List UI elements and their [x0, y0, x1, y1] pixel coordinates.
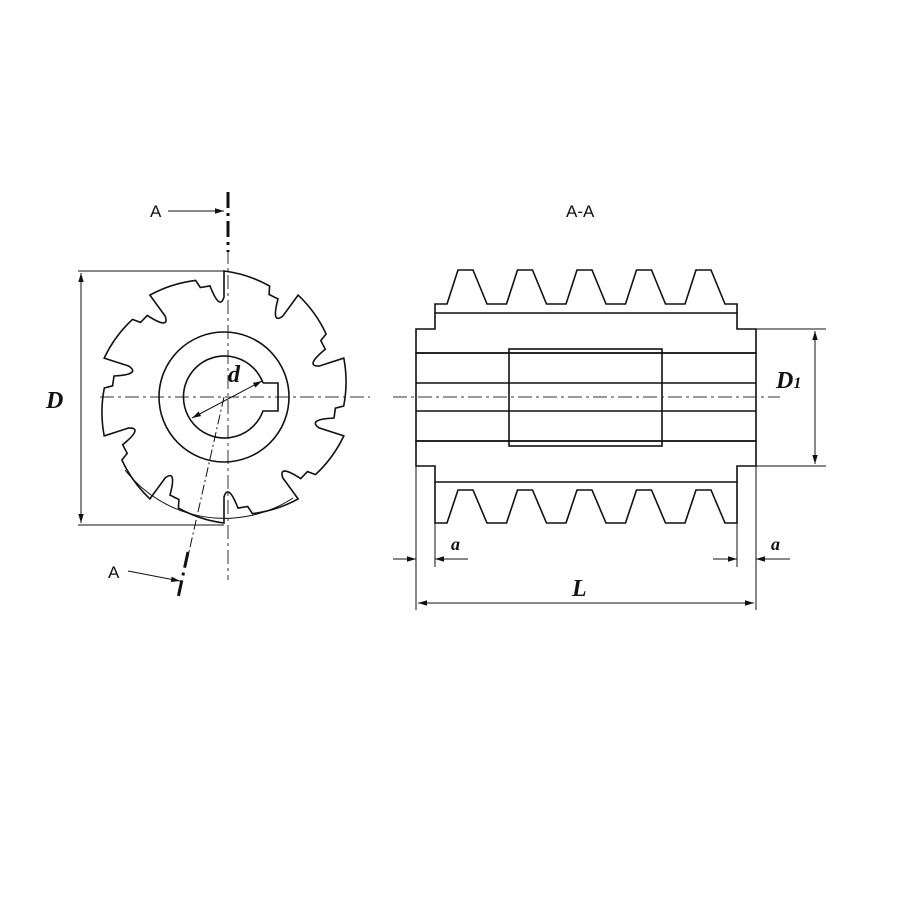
bore-with-keyway: [182, 355, 279, 439]
bore-diameter-dimension-line: [191, 380, 263, 419]
hub-circle: [158, 331, 290, 463]
thread-profile-bottom: [434, 482, 738, 524]
front-view: D d A A: [45, 192, 370, 599]
section-arrow-bottom: [127, 570, 181, 582]
outer-diameter-arc: [124, 469, 294, 519]
section-mark-top: A: [150, 202, 162, 221]
section-mark-bottom: A: [108, 563, 120, 582]
section-view: A-A D1 a a L: [393, 202, 826, 610]
hub-diameter-letter: D: [775, 368, 793, 394]
hub-right-label: a: [771, 534, 780, 554]
outer-diameter-label: D: [45, 388, 63, 414]
length-label: L: [571, 576, 587, 602]
hub-diameter-label: D1: [775, 368, 801, 394]
thread-profile-top: [434, 269, 738, 313]
gear-teeth-outline: [101, 270, 347, 524]
hub-diameter-subscript: 1: [793, 375, 801, 392]
body-section-bottom: [415, 440, 757, 483]
section-cut-line-bottom: [176, 551, 190, 599]
section-title: A-A: [566, 202, 595, 221]
body-section-top: [415, 312, 757, 354]
bore-diameter-label: d: [228, 362, 241, 388]
section-cut-line-angled: [185, 396, 225, 566]
hub-left-label: a: [451, 534, 460, 554]
